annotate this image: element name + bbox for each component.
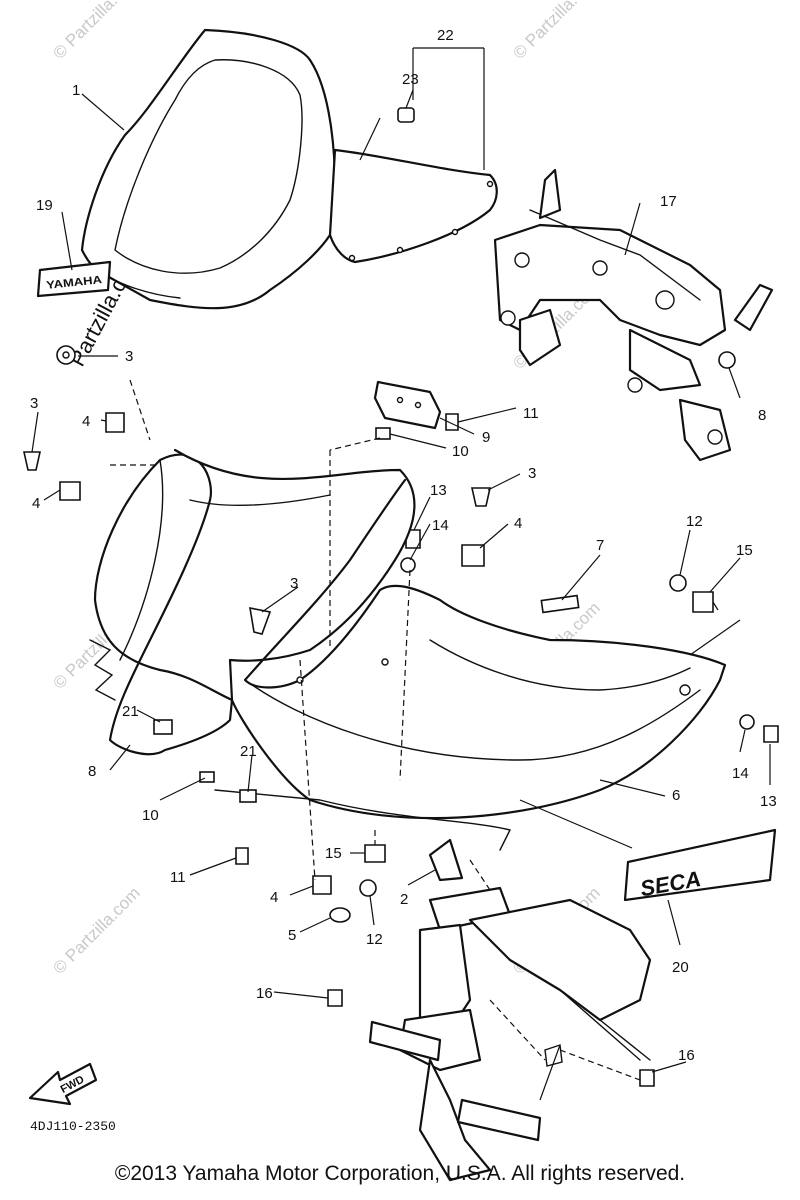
diagram-code: 4DJ110-2350 xyxy=(30,1119,116,1134)
reference-lines xyxy=(110,379,641,1081)
callout-4a: 4 xyxy=(82,413,90,430)
callout-17: 17 xyxy=(660,193,677,210)
frame xyxy=(368,886,652,1182)
inner-panel xyxy=(328,148,498,264)
bolt-4c xyxy=(461,544,485,567)
screw-3b xyxy=(23,451,41,471)
callout-13a: 13 xyxy=(430,482,447,499)
callout-3d: 3 xyxy=(290,575,298,592)
callout-20: 20 xyxy=(672,959,689,976)
watermark-2: © Partzilla.com xyxy=(509,0,603,63)
watermark-1: © Partzilla.com xyxy=(49,0,143,63)
callout-3a: 3 xyxy=(125,348,133,365)
callout-9: 9 xyxy=(482,429,490,446)
callout-16b: 16 xyxy=(678,1047,695,1064)
label-7 xyxy=(540,594,580,614)
callout-2: 2 xyxy=(400,891,408,908)
washer-14b xyxy=(739,714,755,730)
fasteners xyxy=(23,345,779,1087)
leader-lines xyxy=(31,47,771,1101)
callout-4b: 4 xyxy=(32,495,40,512)
callout-22: 22 xyxy=(437,27,454,44)
cover-9 xyxy=(373,380,442,430)
upper-cowl xyxy=(173,448,727,851)
damper-21a xyxy=(153,719,173,735)
nut-8 xyxy=(718,351,736,369)
damper-10 xyxy=(375,427,391,440)
seca-decal: SECA xyxy=(623,828,777,901)
bolt-11b xyxy=(235,847,249,865)
callout-15a: 15 xyxy=(736,542,753,559)
callout-21a: 21 xyxy=(122,703,139,720)
callout-7: 7 xyxy=(596,537,604,554)
callout-11b: 11 xyxy=(170,869,186,886)
watermark-6: © Partzilla.com xyxy=(49,883,143,977)
callout-8a: 8 xyxy=(758,407,766,424)
callout-6: 6 xyxy=(672,787,680,804)
windscreen xyxy=(80,28,337,310)
callout-4c: 4 xyxy=(514,515,522,532)
bolt-16a xyxy=(327,989,343,1007)
callout-12b: 12 xyxy=(366,931,383,948)
callout-13b: 13 xyxy=(760,793,777,810)
callout-11a: 11 xyxy=(523,405,539,422)
callout-12a: 12 xyxy=(686,513,703,530)
bolt-11a xyxy=(445,413,459,431)
bolt-13b xyxy=(763,725,779,743)
fwd-arrow-icon: FWD xyxy=(28,1062,98,1106)
damper-10b xyxy=(199,771,215,783)
callout-19: 19 xyxy=(36,197,53,214)
callout-21b: 21 xyxy=(240,743,257,760)
callout-5: 5 xyxy=(288,927,296,944)
cowling-left xyxy=(89,453,234,756)
yamaha-emblem: YAMAHA xyxy=(36,260,112,298)
bolt-16b xyxy=(639,1069,655,1087)
callouts: 1 22 23 19 17 3 3 4 4 8 11 9 10 3 13 14 … xyxy=(30,27,777,1064)
washer-14a xyxy=(400,557,416,573)
bolt-4a xyxy=(105,412,125,433)
callout-1: 1 xyxy=(72,82,80,99)
screw-3d xyxy=(249,606,272,635)
callout-14b: 14 xyxy=(732,765,749,782)
yamaha-emblem-text: YAMAHA xyxy=(46,274,103,292)
bolt-4d xyxy=(312,875,332,895)
stay-bracket xyxy=(493,168,774,462)
callout-8b: 8 xyxy=(88,763,96,780)
bolt-4b xyxy=(59,481,81,501)
copyright-notice: ©2013 Yamaha Motor Corporation, U.S.A. A… xyxy=(114,1162,686,1185)
callout-3c: 3 xyxy=(528,465,536,482)
callout-10b: 10 xyxy=(142,807,159,824)
callout-10a: 10 xyxy=(452,443,469,460)
callout-15b: 15 xyxy=(325,845,342,862)
bolt-15a xyxy=(692,591,714,613)
bolt-15b xyxy=(364,844,386,863)
callout-3b: 3 xyxy=(30,395,38,412)
washer-5 xyxy=(329,907,351,923)
washer-12b xyxy=(359,879,377,897)
pad-2 xyxy=(428,838,464,882)
screw-3c xyxy=(471,487,491,507)
callout-4d: 4 xyxy=(270,889,278,906)
callout-16a: 16 xyxy=(256,985,273,1002)
grommet xyxy=(397,107,415,123)
callout-14a: 14 xyxy=(432,517,449,534)
callout-23: 23 xyxy=(402,71,419,88)
washer-12a xyxy=(669,574,687,592)
